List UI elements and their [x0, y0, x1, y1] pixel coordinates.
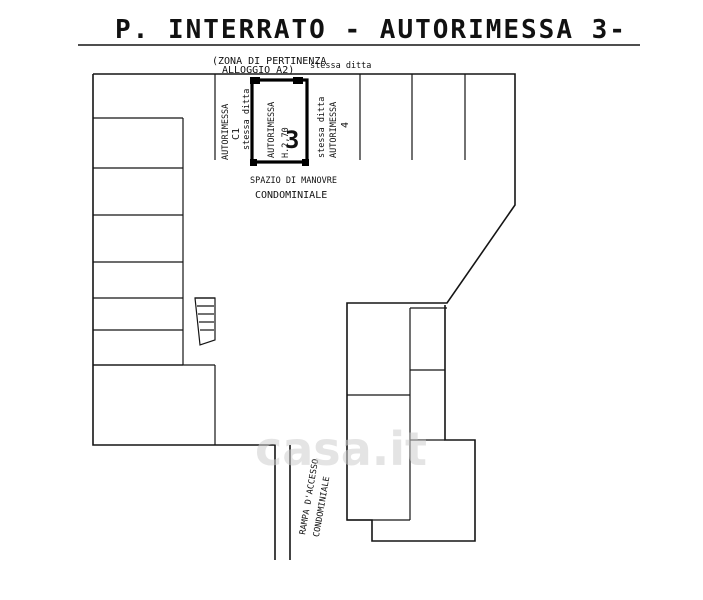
- c1-stessa-ditta-label: stessa ditta: [242, 89, 252, 150]
- watermark-logo: casa.it: [255, 422, 427, 476]
- garage-3-number: 3: [285, 126, 299, 154]
- g4-autorimessa-label: AUTORIMESSA: [329, 102, 339, 158]
- zona-pertinenza-label: (ZONA DI PERTINENZA: [212, 56, 326, 67]
- staircase: [194, 297, 216, 346]
- c1-code-label: C1: [231, 128, 242, 140]
- condominiale-label: CONDOMINIALE: [255, 190, 327, 201]
- spazio-manovre-label: SPAZIO DI MANOVRE: [250, 176, 337, 186]
- garage-3-height-label: H.2,70: [281, 127, 291, 158]
- g4-number-label: 4: [340, 122, 351, 128]
- garage-3-autorimessa-label: AUTORIMESSA: [267, 102, 277, 158]
- c1-autorimessa-label: AUTORIMESSA: [221, 104, 231, 160]
- left-bays: [93, 117, 216, 445]
- alloggio-label: ALLOGGIO A2): [222, 65, 294, 76]
- top-bays: [214, 74, 466, 160]
- stessa-ditta-top-label: stessa ditta: [310, 61, 371, 71]
- outer-wall: [92, 73, 516, 560]
- plan-title: P. INTERRATO - AUTORIMESSA 3-: [115, 15, 627, 45]
- right-rooms: [347, 307, 447, 521]
- garage-3-outline: [250, 77, 309, 166]
- g4-stessa-ditta-label: stessa ditta: [317, 97, 327, 158]
